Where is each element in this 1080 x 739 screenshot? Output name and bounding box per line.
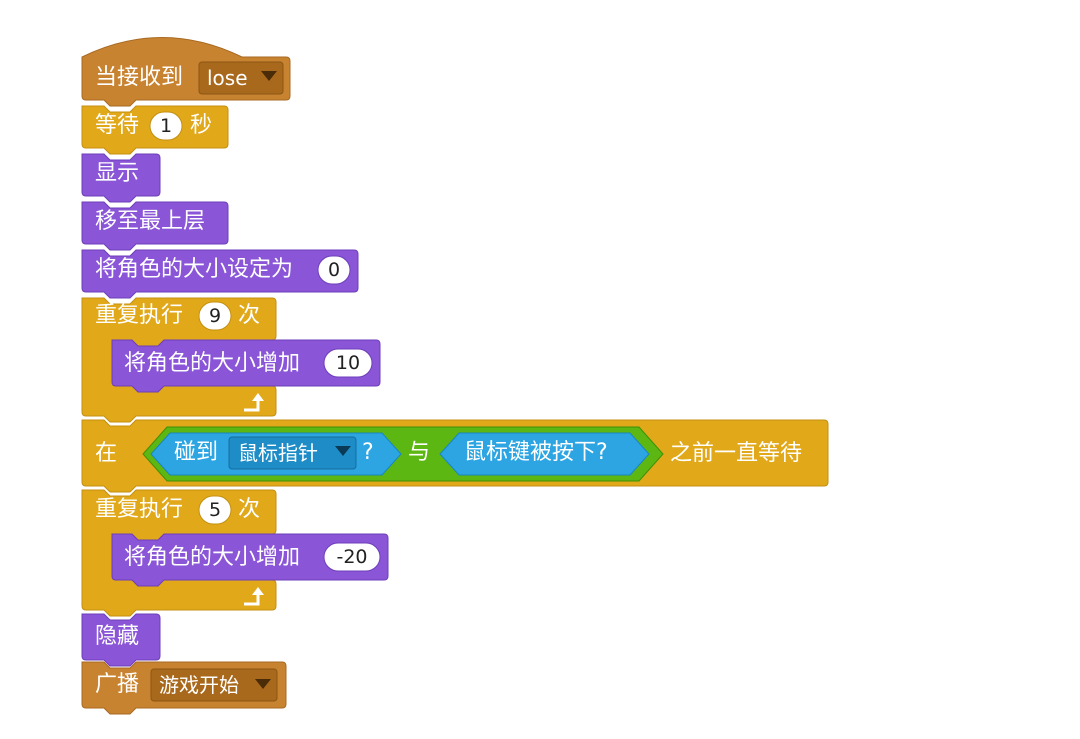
set-size-input[interactable] bbox=[317, 255, 351, 285]
repeat-count-input[interactable] bbox=[198, 495, 232, 525]
hide-block[interactable] bbox=[81, 613, 161, 667]
repeat-9-block[interactable] bbox=[81, 297, 277, 423]
change-size-input[interactable] bbox=[323, 542, 381, 572]
change-size-10-block[interactable] bbox=[111, 339, 381, 393]
change-size-value[interactable]: 10 bbox=[335, 352, 361, 374]
wait-label: 等待 bbox=[95, 113, 140, 138]
when-receive-label: 当接收到 bbox=[95, 65, 184, 90]
touching-target-dropdown[interactable] bbox=[228, 436, 357, 470]
message-dropdown[interactable] bbox=[198, 61, 284, 95]
go-to-front-label: 移至最上层 bbox=[95, 209, 206, 234]
wait-seconds-value[interactable]: 1 bbox=[159, 115, 173, 137]
loop-arrow-icon bbox=[244, 393, 264, 412]
change-size-input[interactable] bbox=[323, 348, 373, 378]
set-size-value[interactable]: 0 bbox=[327, 259, 341, 281]
change-size-minus20-block[interactable] bbox=[111, 533, 389, 587]
wait-seconds-input[interactable] bbox=[149, 111, 183, 141]
repeat-count-value[interactable]: 9 bbox=[208, 305, 222, 327]
when-i-receive-block[interactable] bbox=[81, 37, 291, 107]
repeat-unit-label: 次 bbox=[238, 303, 261, 328]
show-block[interactable] bbox=[81, 153, 161, 203]
mouse-down-label: 鼠标键被按下? bbox=[464, 440, 608, 465]
change-size-label: 将角色的大小增加 bbox=[124, 351, 301, 376]
wait-until-prefix: 在 bbox=[95, 441, 118, 466]
chevron-down-icon bbox=[335, 446, 351, 456]
loop-arrow-icon bbox=[244, 587, 264, 606]
message-dropdown-value[interactable]: lose bbox=[207, 66, 248, 90]
chevron-down-icon bbox=[261, 71, 277, 81]
wait-until-block[interactable] bbox=[81, 419, 829, 493]
repeat-label: 重复执行 bbox=[95, 303, 184, 328]
and-label: 与 bbox=[408, 440, 431, 465]
change-size-label: 将角色的大小增加 bbox=[124, 545, 301, 570]
repeat-count-value[interactable]: 5 bbox=[208, 499, 222, 521]
mouse-down-sensor[interactable] bbox=[439, 432, 650, 476]
touching-target-value[interactable]: 鼠标指针 bbox=[238, 441, 318, 465]
broadcast-message-value[interactable]: 游戏开始 bbox=[159, 673, 239, 697]
show-label: 显示 bbox=[95, 161, 140, 186]
wait-unit-label: 秒 bbox=[190, 113, 213, 138]
chevron-down-icon bbox=[255, 679, 271, 689]
go-to-front-block[interactable] bbox=[81, 201, 229, 251]
touching-question: ? bbox=[362, 440, 374, 465]
broadcast-label: 广播 bbox=[95, 672, 140, 697]
wait-block[interactable] bbox=[81, 105, 229, 155]
set-size-block[interactable] bbox=[81, 249, 359, 299]
repeat-5-block[interactable] bbox=[81, 489, 277, 617]
set-size-label: 将角色的大小设定为 bbox=[95, 257, 294, 282]
repeat-unit-label: 次 bbox=[238, 497, 261, 522]
repeat-label: 重复执行 bbox=[95, 497, 184, 522]
wait-until-suffix: 之前一直等待 bbox=[670, 441, 803, 466]
change-size-value[interactable]: -20 bbox=[336, 546, 368, 568]
broadcast-block[interactable] bbox=[81, 661, 287, 715]
repeat-count-input[interactable] bbox=[198, 301, 232, 331]
broadcast-message-dropdown[interactable] bbox=[150, 668, 278, 702]
hide-label: 隐藏 bbox=[95, 624, 140, 649]
touching-label: 碰到 bbox=[174, 440, 219, 465]
